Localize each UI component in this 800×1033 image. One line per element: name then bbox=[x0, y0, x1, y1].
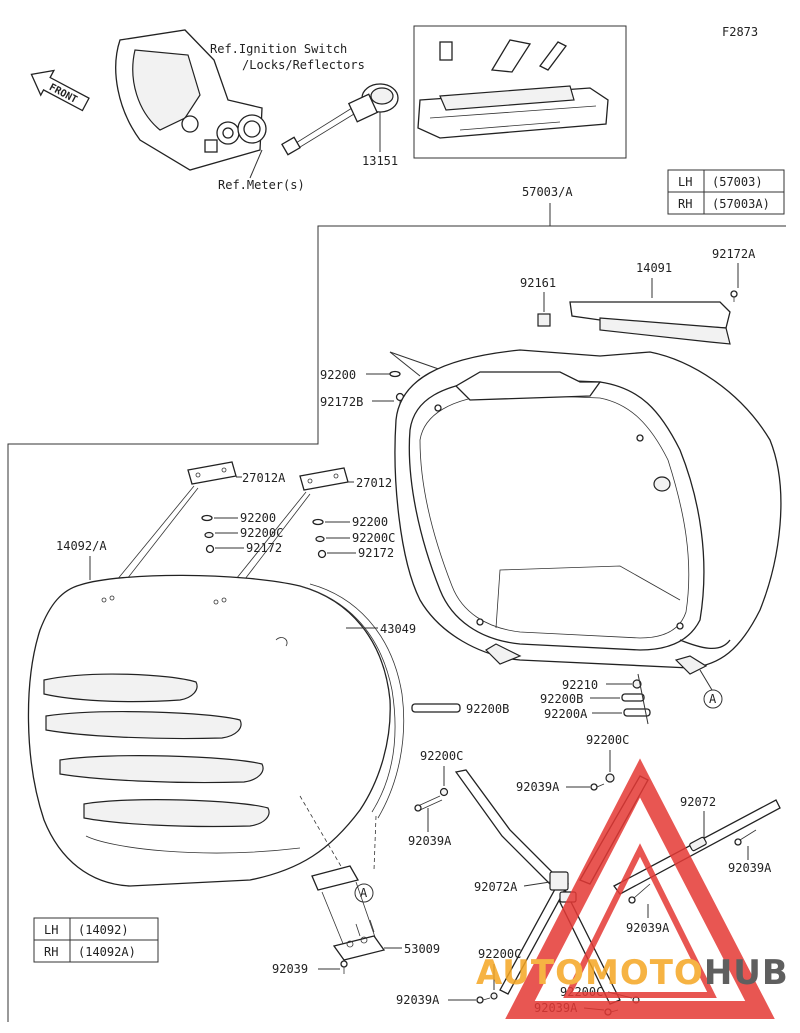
part-label-92172B: 92172B bbox=[320, 395, 363, 409]
plate-92200B-right bbox=[621, 693, 645, 702]
part-label-27012A: 27012A bbox=[242, 471, 286, 485]
part-label-92200-a: 92200 bbox=[240, 511, 276, 525]
screw-92172A bbox=[730, 290, 738, 302]
side-table-top: LH (57003) RH (57003A) bbox=[667, 169, 785, 215]
hinge-fasteners-right bbox=[312, 518, 327, 559]
part-label-92172A: 92172A bbox=[712, 247, 756, 261]
leader-line bbox=[249, 149, 263, 179]
ignition-area-illustration bbox=[115, 29, 267, 171]
ref-mark-a-right: A bbox=[709, 692, 717, 706]
ref-ignition-label: Ref.Ignition Switch bbox=[210, 42, 347, 56]
washer-92200C-top bbox=[605, 773, 615, 783]
watermark-logo: AUTOMOTOHUB bbox=[476, 758, 789, 1019]
bolt-92039A-2 bbox=[734, 829, 757, 846]
part-label-92172-b: 92172 bbox=[358, 546, 394, 560]
watermark-hub: HUB bbox=[704, 953, 789, 993]
plate-92200B-left bbox=[411, 703, 461, 713]
figure-code: F2873 bbox=[722, 25, 758, 39]
washer-92200-top bbox=[389, 370, 401, 378]
part-label-43049: 43049 bbox=[380, 622, 416, 636]
part-label-92039A-3: 92039A bbox=[408, 834, 452, 848]
part-label-92200B-right: 92200B bbox=[540, 692, 583, 706]
table-top-part-rh: (57003A) bbox=[712, 197, 770, 211]
table-top-side-rh: RH bbox=[678, 197, 692, 211]
bolt-92039A-1 bbox=[590, 783, 605, 791]
ref-circle-a-left: A bbox=[354, 883, 374, 903]
part-label-92200C-a: 92200C bbox=[240, 526, 283, 540]
part-label-92200C-top: 92200C bbox=[586, 733, 629, 747]
part-label-92039A-4: 92039A bbox=[626, 921, 670, 935]
hinge-plate-27012A bbox=[187, 461, 237, 485]
side-table-bottom: LH (14092) RH (14092A) bbox=[33, 917, 159, 963]
watermark-auto: AUTO bbox=[476, 953, 585, 993]
part-label-92200C-low: 92200C bbox=[478, 947, 521, 961]
front-arrow-icon: FRONT bbox=[30, 69, 90, 112]
table-top-part-lh: (57003) bbox=[712, 175, 763, 189]
bolt-92039 bbox=[340, 960, 348, 974]
clip-92161 bbox=[537, 313, 551, 327]
part-label-92200A: 92200A bbox=[544, 707, 588, 721]
table-bottom-part-rh: (14092A) bbox=[78, 945, 136, 959]
bolt-92039A-4 bbox=[628, 883, 651, 904]
bolt-92039A-5 bbox=[476, 996, 491, 1004]
part-label-13151: 13151 bbox=[362, 154, 398, 168]
saddlebag-case-body bbox=[394, 349, 782, 675]
part-label-92072: 92072 bbox=[680, 795, 716, 809]
ref-circle-a-right: A bbox=[699, 669, 723, 709]
table-bottom-side-lh: LH bbox=[44, 923, 58, 937]
part-label-92172-a: 92172 bbox=[246, 541, 282, 555]
part-label-92200-top: 92200 bbox=[320, 368, 356, 382]
part-label-92210: 92210 bbox=[562, 678, 598, 692]
saddlebag-lid-14092 bbox=[27, 574, 405, 887]
part-label-92039A-1: 92039A bbox=[516, 780, 560, 794]
part-label-92200-b: 92200 bbox=[352, 515, 388, 529]
part-label-92200C-mid: 92200C bbox=[420, 749, 463, 763]
part-label-92161: 92161 bbox=[520, 276, 556, 290]
assembly-frame bbox=[7, 225, 786, 1022]
hinge-fasteners-left bbox=[201, 514, 215, 554]
svg-text:AUTOMOTOHUB: AUTOMOTOHUB bbox=[476, 953, 789, 993]
part-label-92072A: 92072A bbox=[474, 880, 518, 894]
part-label-14091: 14091 bbox=[636, 261, 672, 275]
part-label-92039A-2: 92039A bbox=[728, 861, 772, 875]
washer-92200C-mid bbox=[439, 787, 449, 797]
bolt-92039A-mid bbox=[414, 795, 443, 812]
lock-set-box bbox=[413, 25, 627, 159]
ref-meter-label: Ref.Meter(s) bbox=[218, 178, 305, 192]
ref-locks-label: /Locks/Reflectors bbox=[242, 58, 365, 72]
part-label-92200B-left: 92200B bbox=[466, 702, 509, 716]
nut-92210 bbox=[632, 679, 642, 689]
handle-cover-14091 bbox=[569, 301, 731, 345]
part-label-92039A-5: 92039A bbox=[396, 993, 440, 1007]
part-label-57003: 57003/A bbox=[522, 185, 573, 199]
part-label-14092: 14092/A bbox=[56, 539, 107, 553]
bracket-53009 bbox=[311, 865, 386, 961]
socket-13151 bbox=[281, 83, 399, 156]
plate-92200A bbox=[623, 708, 651, 717]
part-label-92200C-b: 92200C bbox=[352, 531, 395, 545]
washer-92200C-low bbox=[490, 992, 498, 1000]
part-label-27012: 27012 bbox=[356, 476, 392, 490]
part-label-53009: 53009 bbox=[404, 942, 440, 956]
watermark-moto: MOTO bbox=[585, 953, 704, 993]
table-top-side-lh: LH bbox=[678, 175, 692, 189]
ref-mark-a-left: A bbox=[360, 886, 368, 900]
table-bottom-side-rh: RH bbox=[44, 945, 58, 959]
lock-set-illustration bbox=[417, 39, 609, 139]
part-label-92039: 92039 bbox=[272, 962, 308, 976]
table-bottom-part-lh: (14092) bbox=[78, 923, 129, 937]
hinge-plate-27012 bbox=[299, 467, 349, 491]
